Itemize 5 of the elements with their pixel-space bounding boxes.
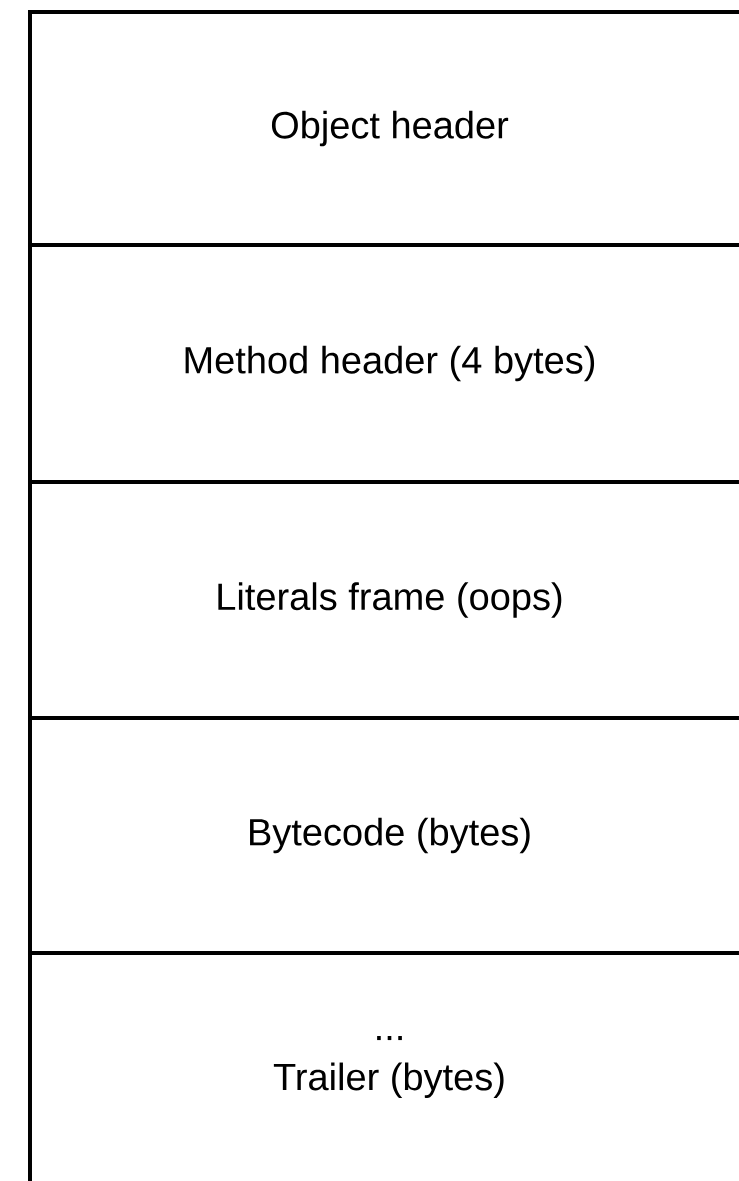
memory-block: ... Trailer (bytes) [28,951,739,1181]
memory-block: Method header (4 bytes) [28,243,739,482]
memory-block: Object header [28,10,739,245]
memory-block: Literals frame (oops) [28,480,739,718]
memory-block: Bytecode (bytes) [28,716,739,953]
